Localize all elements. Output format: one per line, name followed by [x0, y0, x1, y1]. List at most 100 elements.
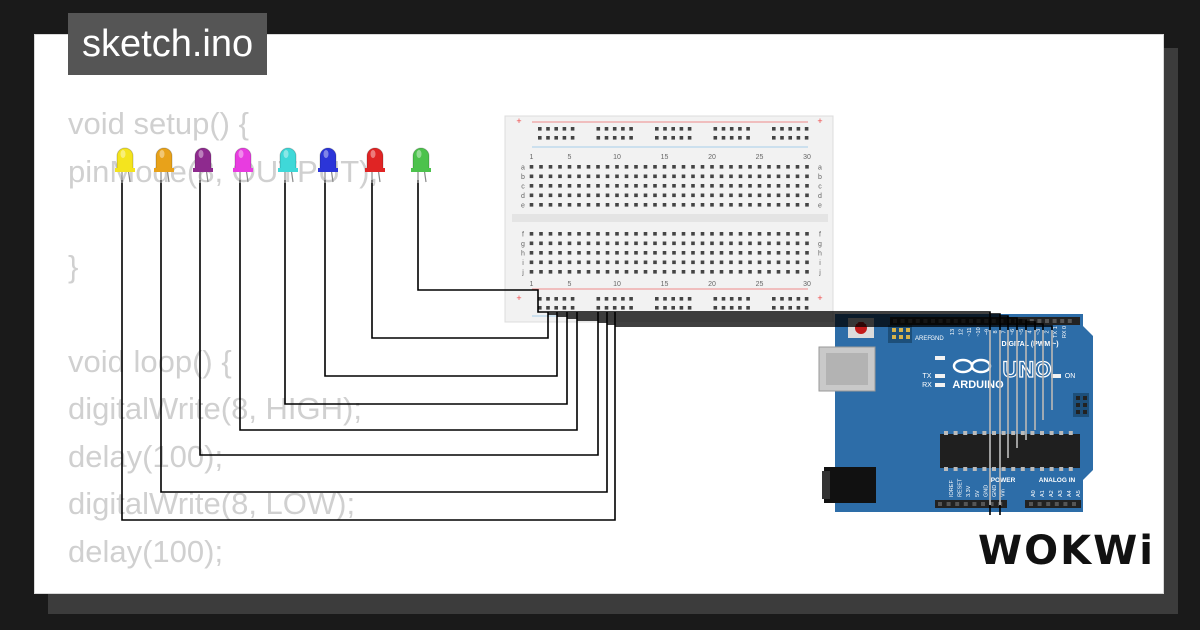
terminal-hole: [634, 203, 638, 207]
terminal-hole: [805, 193, 809, 198]
terminal-hole: [767, 251, 771, 255]
terminal-hole: [596, 203, 600, 207]
terminal-hole: [615, 270, 619, 274]
terminal-hole: [748, 241, 752, 246]
row-letter: a: [818, 165, 822, 172]
terminal-hole: [729, 165, 733, 169]
header-pin: [938, 502, 942, 506]
terminal-hole: [596, 260, 600, 265]
wires: [121, 180, 1053, 521]
terminal-hole: [691, 241, 695, 246]
row-letter: c: [521, 184, 525, 191]
terminal-hole: [795, 251, 800, 255]
terminal-hole: [710, 270, 714, 274]
terminal-hole: [748, 203, 752, 207]
terminal-hole: [558, 270, 562, 274]
led-magenta: [233, 147, 253, 183]
digital-pin-label: ~5: [1019, 329, 1025, 335]
led-blue: [318, 147, 338, 183]
terminal-hole: [691, 165, 695, 169]
terminal-hole: [605, 241, 610, 246]
terminal-hole: [548, 232, 553, 236]
icsp2-pin: [1083, 396, 1087, 400]
chip-pin: [1068, 467, 1073, 471]
row-letter: a: [521, 165, 525, 172]
terminal-hole: [795, 241, 800, 246]
terminal-hole: [662, 270, 667, 274]
terminal-hole: [700, 184, 705, 188]
terminal-hole: [710, 241, 714, 246]
header-pin: [946, 319, 951, 323]
led-green: [411, 147, 431, 183]
terminal-hole: [795, 165, 800, 169]
terminal-hole: [700, 241, 705, 246]
terminal-hole: [577, 174, 581, 179]
terminal-hole: [529, 174, 534, 179]
column-number: 25: [756, 281, 764, 288]
analog-pin-label: A2: [1049, 490, 1055, 497]
rail-hole: [621, 306, 625, 310]
rail-hole: [804, 297, 809, 301]
code-line: }: [68, 248, 79, 284]
terminal-hole: [586, 184, 591, 188]
rail-plus-label: +: [516, 293, 521, 303]
digital-pin-label: RX 0: [1062, 326, 1068, 338]
header-pin: [923, 319, 928, 323]
code-line: delay(100);: [68, 438, 224, 474]
column-number: 1: [530, 281, 534, 288]
terminal-hole: [605, 270, 610, 274]
terminal-hole: [691, 232, 695, 236]
terminal-hole: [605, 203, 610, 207]
rail-hole: [538, 297, 542, 301]
terminal-hole: [605, 232, 610, 236]
rail-hole: [570, 297, 575, 301]
on-led: [1051, 374, 1061, 378]
terminal-hole: [729, 251, 733, 255]
terminal-hole: [748, 184, 752, 188]
terminal-hole: [786, 260, 790, 265]
terminal-hole: [643, 270, 648, 274]
terminal-hole: [757, 241, 762, 246]
rail-hole: [679, 306, 684, 310]
chip-pin: [982, 467, 987, 471]
power-pin-label: RESET: [958, 478, 964, 497]
chip-pin: [1040, 467, 1044, 471]
jumper-wire: [121, 180, 616, 521]
rail-hole: [772, 136, 776, 140]
rx-led: [935, 383, 945, 387]
terminal-hole: [710, 232, 714, 236]
row-letter: i: [522, 260, 524, 267]
rail-hole: [562, 306, 567, 310]
rail-hole: [738, 297, 742, 301]
header-pin: [963, 502, 968, 506]
rail-hole: [788, 136, 792, 140]
terminal-hole: [529, 260, 534, 265]
terminal-hole: [653, 241, 657, 246]
rail-hole: [780, 306, 784, 310]
terminal-hole: [596, 184, 600, 188]
terminal-hole: [539, 193, 543, 198]
terminal-hole: [634, 232, 638, 236]
terminal-hole: [786, 174, 790, 179]
led-rim: [233, 168, 253, 172]
rail-hole: [788, 297, 792, 301]
terminal-hole: [596, 174, 600, 179]
terminal-hole: [681, 165, 686, 169]
chip-pin: [992, 431, 996, 435]
rail-hole: [721, 306, 726, 310]
header-pin: [915, 319, 920, 323]
rail-plus-label: +: [817, 293, 822, 303]
led-rim: [278, 168, 298, 172]
terminal-hole: [719, 241, 724, 246]
row-letter: j: [521, 270, 524, 277]
led-yellow: [115, 147, 135, 183]
rail-hole: [663, 127, 667, 131]
terminal-hole: [757, 165, 762, 169]
terminal-hole: [558, 241, 562, 246]
terminal-hole: [767, 270, 771, 274]
led-highlight: [283, 150, 289, 158]
column-number: 30: [803, 281, 811, 288]
terminal-hole: [662, 251, 667, 255]
header-pin: [900, 319, 905, 323]
